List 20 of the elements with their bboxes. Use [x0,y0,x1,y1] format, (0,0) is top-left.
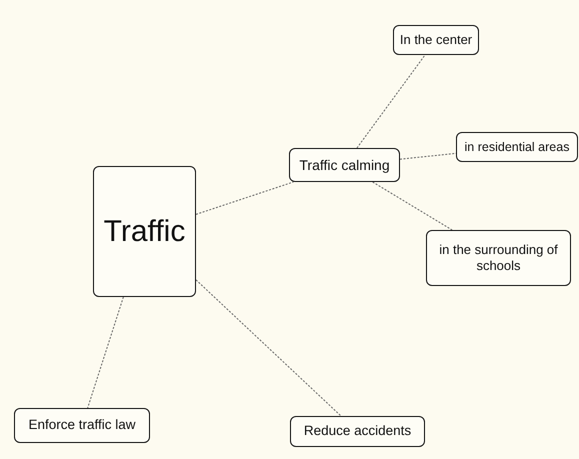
node-label: Traffic calming [299,156,390,174]
node-label: Enforce traffic law [28,417,136,434]
node-label: in residential areas [464,140,570,154]
node-label: Traffic [104,214,186,250]
subtopic-box [290,416,425,447]
connector-line [372,182,453,230]
subtopic-box [456,132,578,162]
subtopic-box [393,25,479,55]
connector-line [87,296,124,408]
node-label: in the surrounding of schools [438,242,559,274]
connector-line [196,279,342,416]
node-label: Reduce accidents [304,423,412,440]
connector-line [356,54,426,148]
connector-line [400,152,456,160]
connector-line [196,182,294,215]
topic-box [93,166,196,297]
node-label: In the center [400,32,472,48]
subtopic-box [426,230,571,286]
subtopic-box [289,148,400,182]
subtopic-box [14,408,150,443]
